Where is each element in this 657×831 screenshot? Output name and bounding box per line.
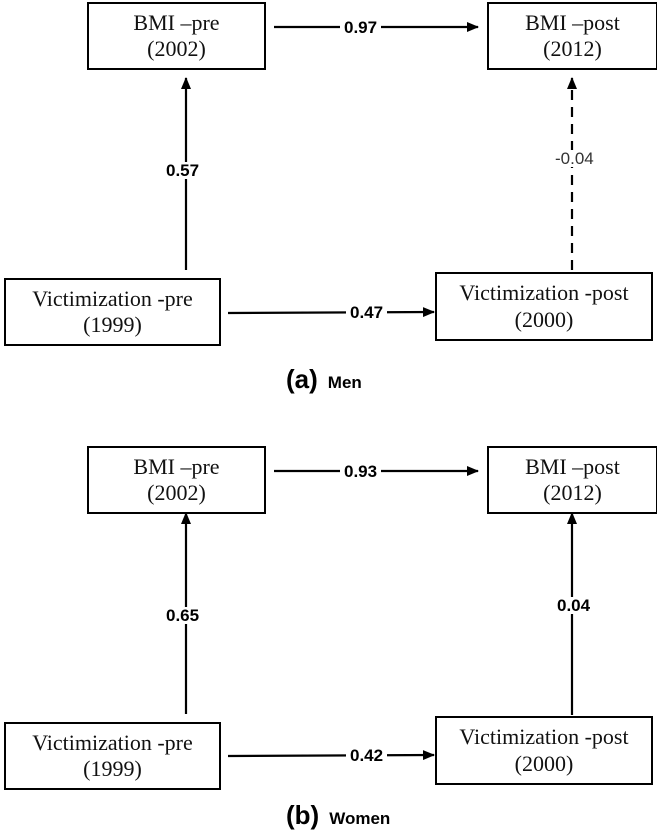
box-vict-pre-women: Victimization -pre (1999) [4,722,221,790]
arrow-vict-pre-to-vict-post-women [227,750,435,761]
box-title: BMI –pre [133,453,220,479]
panel-letter: (a) [286,364,318,394]
box-title: Victimization -post [459,280,629,306]
box-year: (2012) [543,480,602,505]
box-year: (2000) [514,306,574,332]
coef-vict-post-to-bmi-post-women: 0.04 [553,597,595,614]
box-year: (2012) [543,36,602,61]
caption-men: (a) Men [286,364,362,395]
coef-vict-pre-to-bmi-pre-women: 0.65 [162,607,204,624]
box-year: (2000) [514,750,574,776]
box-bmi-pre-men: BMI –pre (2002) [87,2,266,70]
coef-vict-pre-to-vict-post-women: 0.42 [346,747,388,764]
coef-vict-post-to-bmi-post-men: -0.04 [551,150,598,167]
box-title: BMI –post [525,453,620,479]
box-bmi-pre-women: BMI –pre (2002) [87,446,266,514]
box-bmi-post-men: BMI –post (2012) [487,2,657,70]
box-title: Victimization -post [459,724,629,750]
box-year: (1999) [83,756,142,781]
box-title: BMI –pre [133,9,220,35]
box-title: Victimization -pre [32,729,193,755]
coef-vict-pre-to-bmi-pre-men: 0.57 [162,162,204,179]
box-title: BMI –post [525,9,620,35]
coef-bmi-pre-to-bmi-post-women: 0.93 [340,463,382,480]
box-vict-pre-men: Victimization -pre (1999) [4,278,221,346]
box-vict-post-women: Victimization -post (2000) [435,716,653,785]
panel-group: Men [327,373,362,392]
box-title: Victimization -pre [32,285,193,311]
panel-group: Women [329,809,391,828]
caption-women: (b) Women [286,800,390,831]
box-vict-post-men: Victimization -post (2000) [435,272,653,341]
coef-bmi-pre-to-bmi-post-men: 0.97 [340,19,382,36]
box-year: (2002) [147,36,206,61]
box-year: (2002) [147,480,206,505]
box-bmi-post-women: BMI –post (2012) [487,446,657,514]
arrow-vict-pre-to-vict-post-men [227,307,435,318]
coef-vict-pre-to-vict-post-men: 0.47 [346,304,388,321]
box-year: (1999) [83,312,142,337]
panel-letter: (b) [286,800,320,830]
